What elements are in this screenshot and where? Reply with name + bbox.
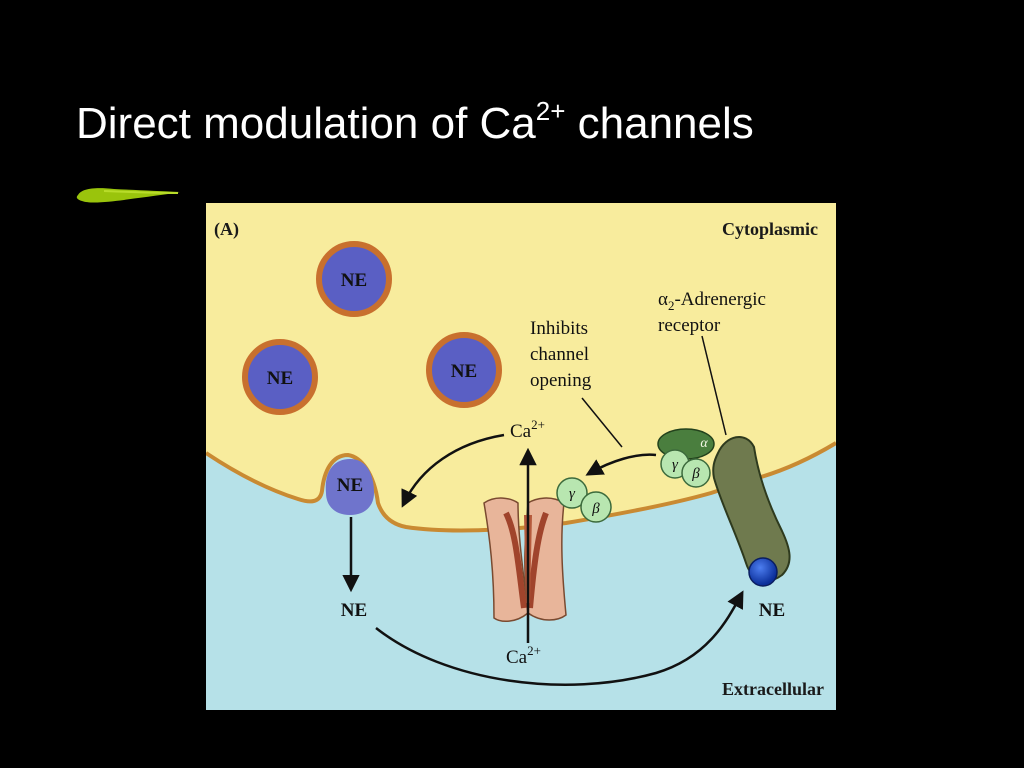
ne-diffusion-arrow [375, 590, 744, 686]
title-suffix: channels [565, 99, 754, 148]
inhibits-leader-line [581, 397, 623, 448]
bound-ne-molecule [748, 557, 778, 587]
title-text: Direct modulation of Ca [76, 99, 536, 148]
calcium-to-vesicle-arrow [401, 433, 505, 508]
svg-text:γ: γ [672, 457, 679, 473]
title-superscript: 2+ [535, 96, 566, 126]
ne-released-label: NE [341, 600, 367, 621]
svg-text:β: β [591, 501, 600, 517]
inhibits-annotation: Inhibits channel opening [530, 318, 594, 391]
svg-text:β: β [691, 466, 700, 482]
cytoplasmic-label: Cytoplasmic [722, 219, 818, 239]
svg-text:γ: γ [569, 486, 576, 502]
svg-text:NE: NE [451, 361, 477, 382]
receptor-annotation-line2: receptor [658, 315, 721, 336]
vesicle-left: NE [242, 339, 318, 415]
vesicle-top: NE [316, 241, 392, 317]
calcium-channel-modulation-diagram: (A) Cytoplasmic Extracellular NE NE NE N… [206, 203, 836, 710]
beta-gamma-diffusion-arrow [585, 453, 657, 476]
svg-text:NE: NE [267, 368, 293, 389]
g-protein-beta-gamma-channel: γ β [556, 477, 612, 523]
receptor-annotation-line1: α2-Adrenergic [658, 289, 766, 313]
receptor-leader-line [701, 335, 727, 436]
vesicle-docked: NE [325, 459, 374, 515]
vesicle-right: NE [426, 332, 502, 408]
ca-bottom-label: Ca2+ [506, 643, 541, 668]
g-protein-heterotrimer: α γ β [657, 428, 715, 488]
svg-text:α: α [700, 436, 708, 451]
svg-text:NE: NE [337, 475, 363, 496]
alpha2-adrenergic-receptor [712, 436, 791, 587]
plasma-membrane [206, 441, 836, 533]
extracellular-label: Extracellular [722, 679, 824, 699]
ne-bound-label: NE [759, 600, 785, 621]
ca-top-label: Ca2+ [510, 417, 545, 442]
accent-brush-stroke [76, 188, 180, 203]
slide-title: Direct modulation of Ca2+ channels [76, 98, 754, 148]
svg-text:NE: NE [341, 270, 367, 291]
calcium-channel [483, 497, 567, 623]
panel-label: (A) [214, 219, 239, 240]
